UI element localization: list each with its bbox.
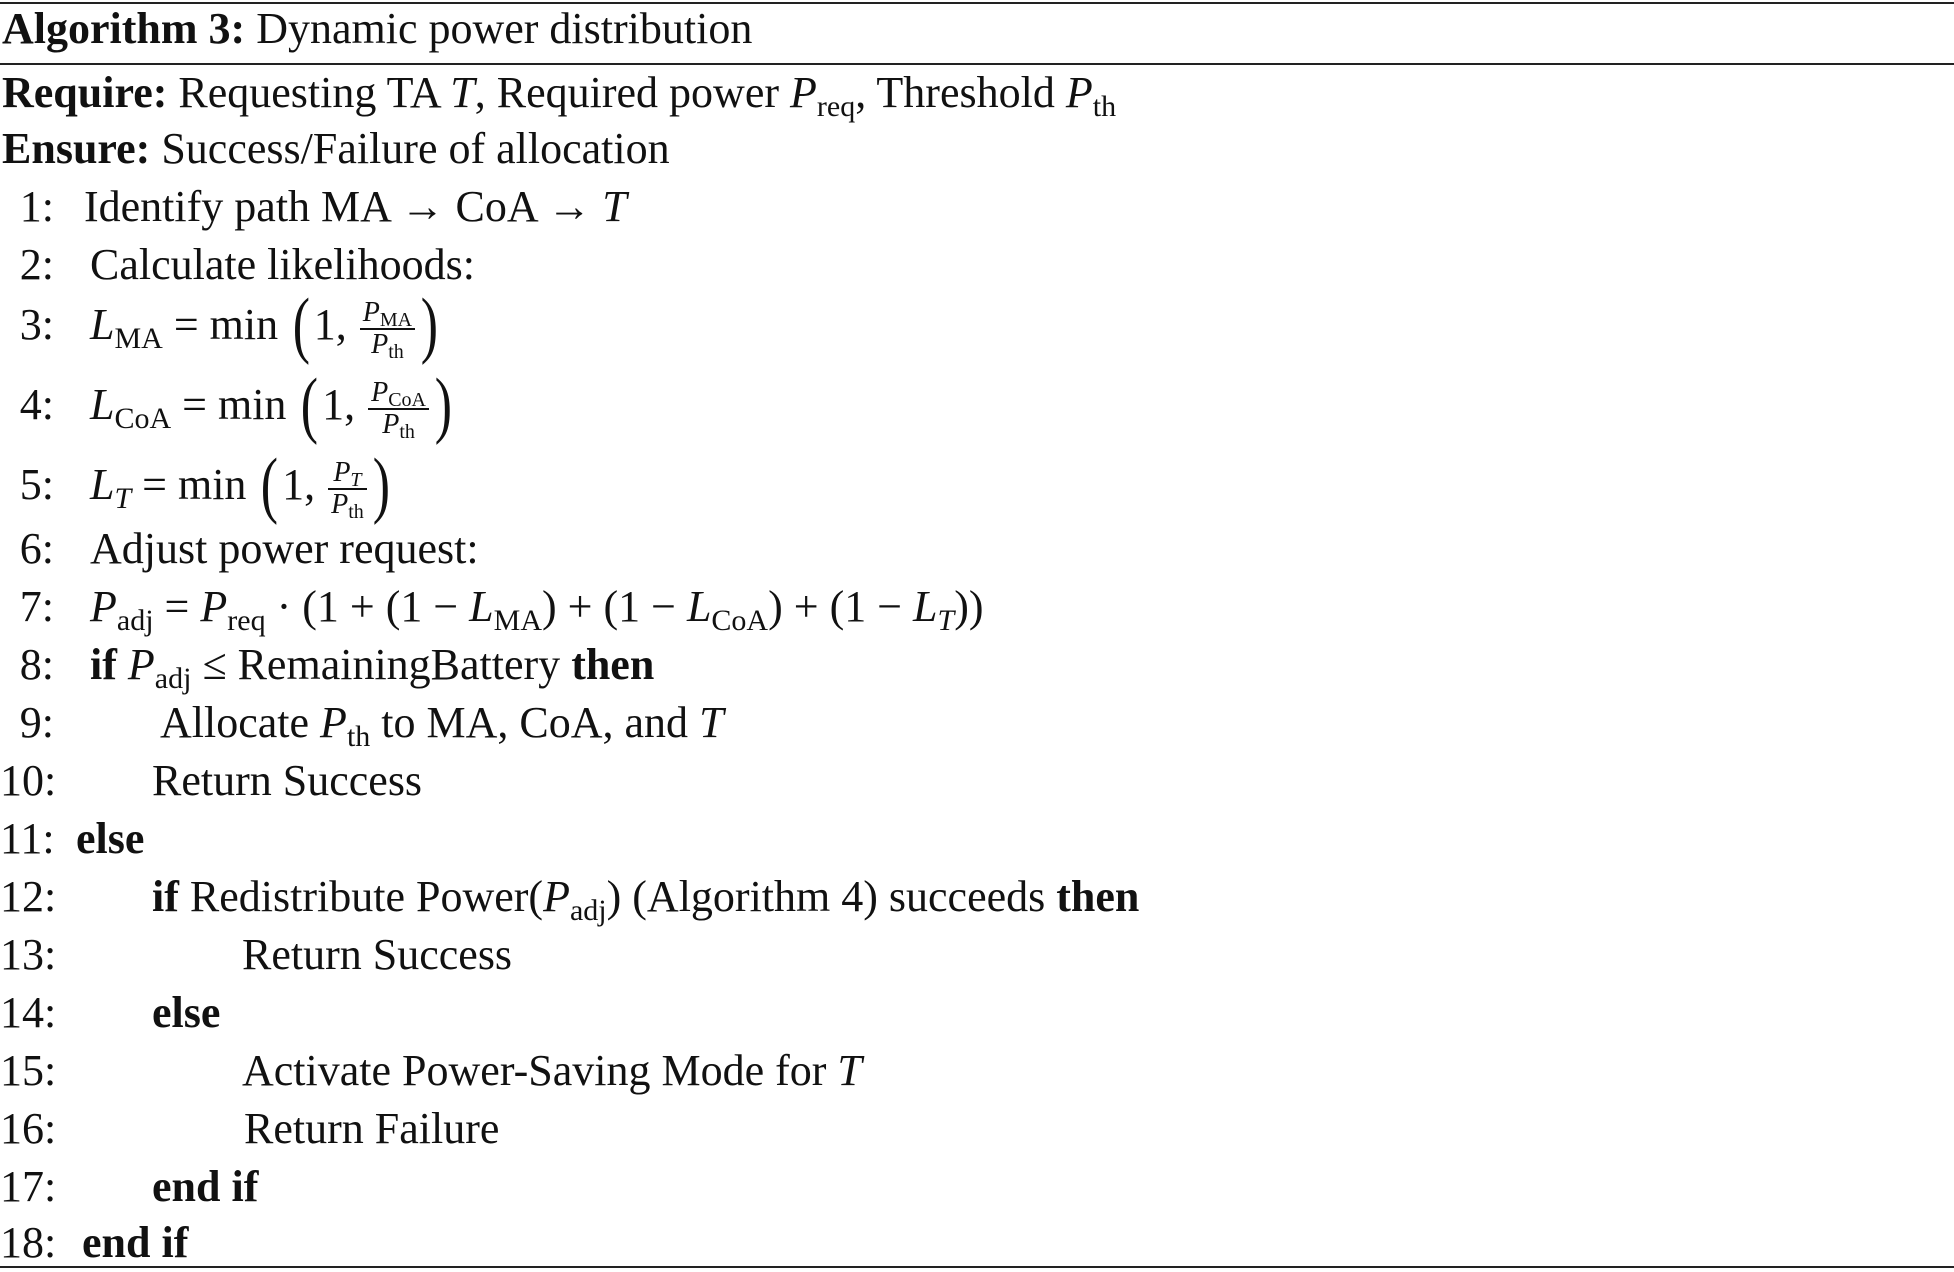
bottom-rule bbox=[0, 1266, 1954, 1268]
step-number: 13: bbox=[0, 930, 57, 979]
step-number: 14: bbox=[0, 988, 57, 1037]
step-number: 10: bbox=[0, 756, 57, 805]
step-text: end if bbox=[82, 1218, 189, 1267]
algorithm-title: Dynamic power distribution bbox=[256, 4, 753, 53]
step-number: 15: bbox=[0, 1046, 57, 1095]
step-text: Return Failure bbox=[244, 1104, 500, 1153]
step-number: 1: bbox=[19, 182, 54, 231]
top-rule bbox=[0, 2, 1954, 4]
step-number: 18: bbox=[0, 1218, 57, 1267]
step-text: Adjust power request: bbox=[90, 524, 479, 573]
step-text: Calculate likelihoods: bbox=[90, 240, 475, 289]
step-text: else bbox=[152, 988, 221, 1037]
step-text: else bbox=[76, 814, 145, 863]
step-text: Return Success bbox=[152, 756, 423, 805]
step-number: 7: bbox=[19, 582, 54, 631]
ensure-label: Ensure: bbox=[2, 124, 151, 173]
step-text: end if bbox=[152, 1162, 259, 1211]
step-number: 8: bbox=[19, 640, 54, 689]
header-rule bbox=[0, 63, 1954, 65]
step-number: 2: bbox=[19, 240, 54, 289]
algorithm-label: Algorithm 3: bbox=[2, 4, 246, 53]
step-number: 12: bbox=[0, 872, 57, 921]
step-number: 4: bbox=[19, 380, 54, 429]
step-number: 6: bbox=[19, 524, 54, 573]
step-number: 5: bbox=[19, 460, 54, 509]
ensure-text: Success/Failure of allocation bbox=[161, 124, 670, 173]
require-label: Require: bbox=[2, 68, 168, 117]
step-number: 3: bbox=[19, 300, 54, 349]
step-number: 11: bbox=[0, 814, 55, 863]
step-text: Return Success bbox=[242, 930, 513, 979]
step-number: 16: bbox=[0, 1104, 57, 1153]
step-number: 17: bbox=[0, 1162, 57, 1211]
step-number: 9: bbox=[19, 698, 54, 747]
